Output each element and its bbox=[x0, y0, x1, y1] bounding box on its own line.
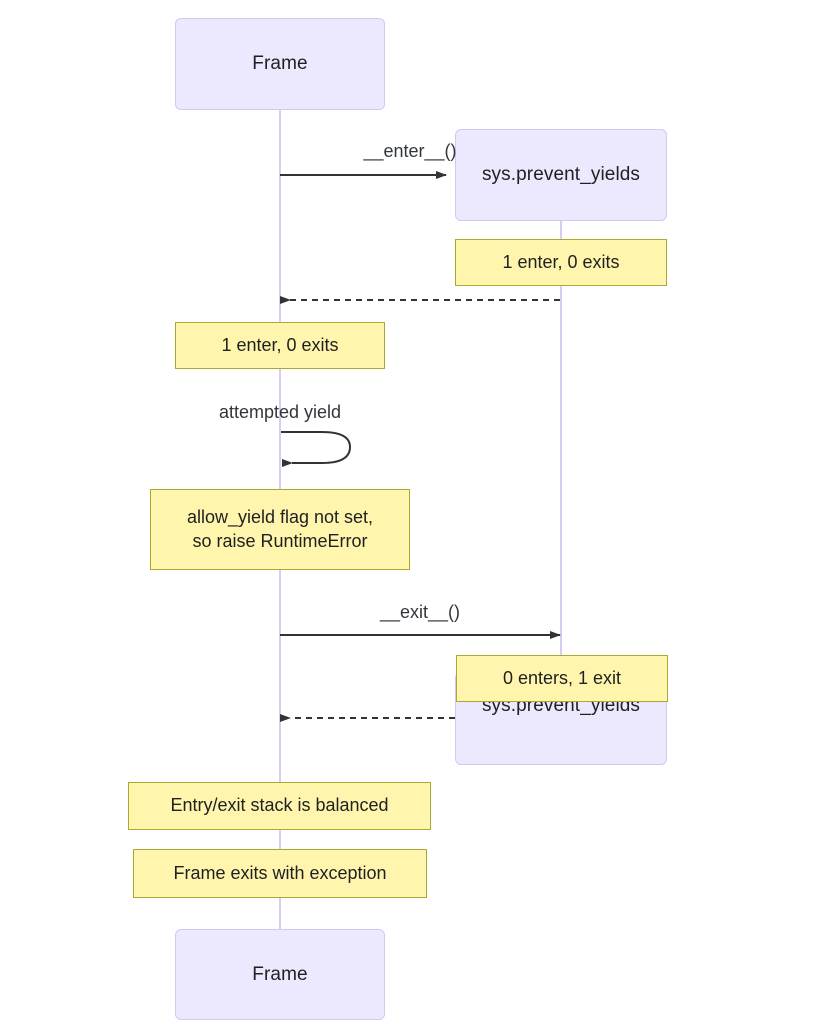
arrow-self-loop bbox=[281, 431, 352, 467]
actor-frame-top[interactable]: Frame bbox=[175, 18, 385, 110]
actor-frame-bottom-label: Frame bbox=[252, 963, 308, 985]
lifeline-sys-prevent-yields bbox=[560, 220, 562, 672]
actor-frame-top-label: Frame bbox=[252, 53, 308, 74]
note-right-enter-count: 1 enter, 0 exits bbox=[455, 239, 667, 286]
actor-frame-bottom[interactable]: Frame bbox=[175, 929, 385, 1020]
note-left-runtime-error: allow_yield flag not set, so raise Runti… bbox=[150, 489, 410, 570]
note-right-exit-count: 0 enters, 1 exit bbox=[456, 655, 668, 702]
note-left-enter-count: 1 enter, 0 exits bbox=[175, 322, 385, 369]
note-left-frame-exits: Frame exits with exception bbox=[133, 849, 427, 898]
note-left-stack-balanced: Entry/exit stack is balanced bbox=[128, 782, 431, 830]
actor-sys-prevent-yields-top[interactable]: sys.prevent_yields bbox=[455, 129, 667, 221]
message-label-exit: __exit__() bbox=[379, 602, 461, 622]
actor-sys-prevent-yields-top-label: sys.prevent_yields bbox=[481, 164, 641, 185]
message-label-enter: __enter__() bbox=[363, 141, 457, 161]
message-label-attempted-yield: attempted yield bbox=[218, 402, 342, 422]
